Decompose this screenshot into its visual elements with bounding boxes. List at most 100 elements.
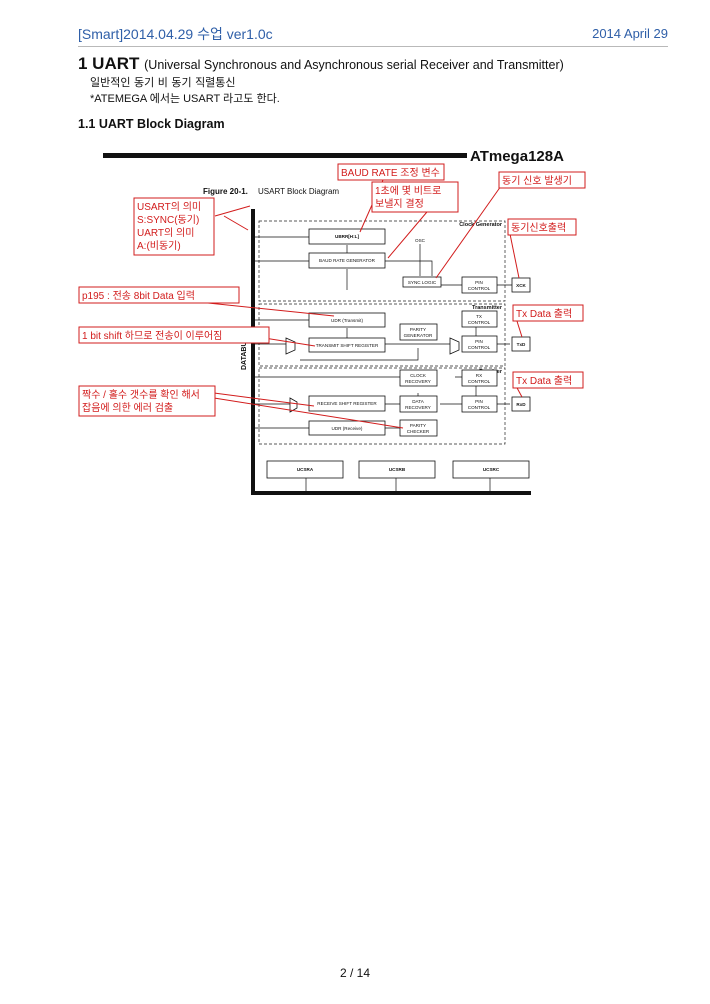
section-title-main: 1 UART: [78, 54, 140, 73]
sync-out-annotation-line: [509, 233, 520, 279]
rx-mux: [289, 397, 298, 413]
tx-mux: [285, 337, 296, 355]
pin-control-xck-label-a: PIN: [475, 280, 483, 285]
shift-annotation-box: [78, 326, 270, 344]
baud-annotation-box: [337, 163, 445, 181]
parity-checker-label-a: PARITY: [410, 423, 426, 428]
bits-annotation-1: 1초에 몇 비트로: [375, 185, 441, 197]
section-title-sub: (Universal Synchronous and Asynchronous …: [144, 58, 564, 72]
tx-control-label-b: CONTROL: [468, 320, 491, 325]
tx-out-mux: [449, 337, 460, 355]
p195-annotation: p195 : 전송 8bit Data 입력: [82, 289, 195, 302]
pin-control-rxd-label-a: PIN: [475, 399, 483, 404]
usart-annotation-1: USART의 의미: [137, 201, 201, 213]
p195-annotation-box: [78, 286, 240, 304]
figure-caption-number: Figure 20-1.: [203, 187, 248, 196]
rx-control-label-a: RX: [476, 373, 482, 378]
receiver-group: [258, 367, 506, 445]
tx-out-annotation-box: [512, 304, 584, 322]
pin-control-txd-label-b: CONTROL: [468, 345, 491, 350]
tx-control-block: [461, 310, 498, 328]
sync-gen-annotation-line: [435, 185, 502, 279]
baud-rate-generator-label: BAUD RATE GENERATOR: [319, 258, 376, 263]
xck-label: XCK: [516, 283, 526, 288]
tx-control-label-a: TX: [476, 314, 482, 319]
pin-control-txd-label-a: PIN: [475, 339, 483, 344]
tx-out-annotation: Tx Data 출력: [516, 308, 572, 320]
chip-name: ATmega128A: [470, 148, 564, 165]
clock-generator-label: Clock Generator: [459, 222, 503, 228]
parity-checker-label-b: CHECKER: [407, 429, 430, 434]
ucsrc-label: UCSRC: [483, 467, 500, 472]
usart-annotation-4: A:(비동기): [137, 240, 181, 252]
xck-pin: [511, 277, 531, 293]
databus-bottom: [251, 491, 531, 495]
parity-annotation-box: [78, 385, 216, 417]
figure-caption-text: USART Block Diagram: [258, 187, 339, 196]
parity-generator-label-a: PARITY: [410, 327, 426, 332]
parity-generator-label-b: GENERATOR: [404, 333, 433, 338]
txd-label: TxD: [517, 342, 526, 347]
ucsrc-block: [452, 460, 530, 479]
pin-control-rxd-block: [461, 395, 498, 413]
ucsra-label: UCSRA: [297, 467, 314, 472]
parity-generator-block: [399, 323, 438, 341]
pin-control-rxd-label-b: CONTROL: [468, 405, 491, 410]
header-divider: [78, 46, 668, 47]
diagram-wires: [255, 236, 512, 491]
sync-out-annotation: 동기신호출력: [511, 222, 566, 234]
data-recovery-label-b: RECOVERY: [405, 405, 431, 410]
ucsrb-label: UCSRB: [389, 467, 406, 472]
parity-annotation-line: [213, 392, 404, 429]
sync-logic-label: SYNC LOGIC: [408, 280, 437, 285]
udr-transmit-label: UDR (Transmit): [331, 318, 363, 323]
clock-recovery-label-b: RECOVERY: [405, 379, 431, 384]
usart-annotation-3: UART의 의미: [137, 227, 194, 239]
clock-recovery-block: [399, 369, 438, 387]
rx-out-annotation: Tx Data 출력: [516, 375, 572, 387]
shift-annotation: 1 bit shift 하므로 전송이 이루어짐: [82, 329, 222, 342]
rxd-pin: [511, 396, 531, 412]
chip-bar: [103, 153, 467, 158]
ucsrb-block: [358, 460, 436, 479]
sync-gen-annotation-box: [498, 171, 586, 189]
ubrr-label: UBRR[H:L]: [335, 234, 359, 239]
section-title: 1 UART (Universal Synchronous and Asynch…: [78, 54, 564, 74]
sync-gen-annotation: 동기 신호 발생기: [502, 175, 572, 187]
receive-shift-register-block: [308, 395, 386, 412]
header-date: 2014 April 29: [592, 26, 668, 41]
sync-logic-block: [402, 276, 442, 288]
p195-annotation-line: [207, 302, 335, 317]
subsection-title: 1.1 UART Block Diagram: [78, 117, 225, 131]
rxd-label: RxD: [516, 402, 526, 407]
ubrr-block: [308, 228, 386, 245]
usart-annotation-line: [214, 205, 251, 231]
ucsra-block: [266, 460, 344, 479]
databus-label: DATABUS: [241, 336, 248, 370]
bits-annotation-2: 보낼지 결정: [375, 198, 424, 210]
bits-annotation-box: [371, 181, 459, 213]
udr-receive-block: [308, 420, 386, 436]
usart-annotation-box: [133, 197, 215, 256]
header-title: [Smart]2014.04.29 수업 ver1.0c: [78, 26, 273, 42]
sync-out-annotation-box: [507, 218, 577, 236]
clock-recovery-label-a: CLOCK: [410, 373, 427, 378]
parity-annotation-1: 짝수 / 홀수 갯수를 확인 해서: [82, 388, 200, 401]
osc-label: OSC: [415, 238, 426, 243]
parity-annotation-2: 잡음에 의한 에러 검출: [82, 402, 173, 414]
page-number: 2 / 14: [339, 966, 371, 980]
pin-control-xck-block: [461, 276, 498, 294]
rx-control-label-b: CONTROL: [468, 379, 491, 384]
pin-control-xck-label-b: CONTROL: [468, 286, 491, 291]
receive-shift-register-label: RECEIVE SHIFT REGISTER: [317, 401, 377, 406]
intro-line-1: 일반적인 동기 비 동기 직렬통신: [90, 76, 236, 89]
transmit-shift-register-label: TRANSMIT SHIFT REGISTER: [316, 343, 379, 348]
intro-line-2: *ATEMEGA 에서는 USART 라고도 한다.: [90, 93, 280, 105]
txd-pin: [511, 336, 531, 352]
databus-line: [251, 209, 255, 495]
udr-receive-label: UDR (Receive): [332, 426, 363, 431]
data-recovery-label-a: DATA: [412, 399, 425, 404]
rx-control-block: [461, 369, 498, 387]
transmitter-label: Transmitter: [472, 305, 503, 311]
